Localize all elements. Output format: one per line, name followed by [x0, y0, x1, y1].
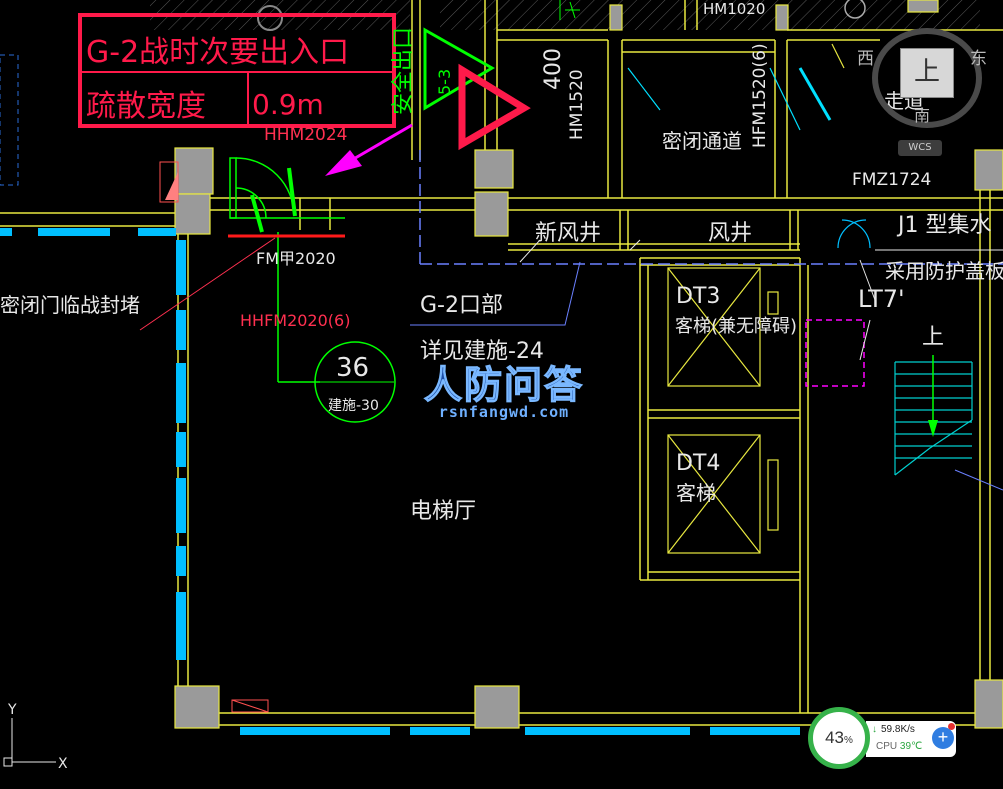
label-airtight-passage: 密闭通道	[662, 129, 742, 153]
label-hm1020: HM1020	[703, 0, 765, 18]
leader-arrow	[344, 123, 413, 166]
system-monitor-widget[interactable]: ↓59.8K/s CPU 39℃ + 43%	[808, 707, 958, 773]
label-seal-note: 密闭门临战封堵	[0, 293, 140, 317]
memory-usage-ring[interactable]: 43%	[808, 707, 870, 769]
notice-box	[78, 13, 396, 128]
elevator-shafts	[667, 267, 779, 554]
label-hm1520: HM1520	[567, 69, 587, 140]
viewcube-compass-ring[interactable]	[872, 28, 982, 128]
viewcube-east[interactable]: 东	[970, 49, 987, 69]
plus-icon[interactable]: +	[932, 727, 954, 749]
label-new-air-shaft: 新风井	[535, 221, 601, 246]
label-hfm1520: HFM1520(6)	[750, 43, 770, 148]
label-dt3-code: DT3	[676, 284, 720, 309]
ucs-x-label: X	[58, 756, 68, 772]
label-fmz1724: FMZ1724	[852, 170, 931, 190]
notice-width-label: 疏散宽度	[86, 89, 206, 124]
cpu-temperature: CPU 39℃	[876, 741, 923, 752]
hatch-area	[440, 0, 980, 30]
door-g2	[229, 157, 345, 383]
columns	[174, 0, 1003, 729]
label-air-shaft: 风井	[708, 221, 752, 246]
wcs-menu-button[interactable]: WCS	[898, 140, 942, 156]
walls	[0, 0, 1003, 726]
label-elevator-hall: 电梯厅	[410, 499, 476, 524]
label-dt4-name: 客梯	[676, 481, 716, 505]
label-dim-400: 400	[541, 48, 566, 90]
label-g2-entrance: G-2口部	[420, 293, 503, 318]
callout-number: 36	[336, 353, 369, 383]
label-exit-no: 5-3	[435, 69, 454, 95]
notice-title: G-2战时次要出入口	[86, 35, 349, 70]
label-stair-up: 上	[922, 325, 944, 350]
viewcube-top-face[interactable]: 上	[900, 48, 954, 98]
viewcube-west[interactable]: 西	[857, 49, 874, 69]
network-speed: ↓59.8K/s	[872, 724, 915, 735]
label-emergency-exit: 安全出口	[391, 27, 416, 115]
dashed-outline	[0, 54, 19, 186]
label-see-detail: 详见建施-24	[420, 339, 544, 364]
label-hhfm2020: HHFM2020(6)	[240, 311, 350, 330]
entry-red-triangle	[458, 63, 531, 151]
label-dt3-name: 客梯(兼无障碍)	[675, 316, 797, 337]
pit-outline	[805, 319, 865, 387]
boundary-dashed	[419, 150, 1003, 265]
ucs-icon	[3, 718, 56, 767]
viewcube[interactable]: 西 上 东 南 WCS	[857, 22, 992, 156]
monitor-panel[interactable]: ↓59.8K/s CPU 39℃ +	[866, 721, 956, 757]
notice-width-value: 0.9m	[252, 88, 324, 121]
label-hhm2024: HHM2024	[264, 125, 348, 145]
download-arrow-icon: ↓	[872, 724, 877, 735]
window-strips	[0, 228, 800, 735]
ucs-y-label: Y	[7, 702, 17, 718]
label-dt4-code: DT4	[676, 451, 720, 476]
callout-reference: 建施-30	[328, 398, 379, 414]
label-cover-plate: 采用防护盖板	[885, 259, 1003, 283]
detail-callout-circle	[314, 341, 396, 423]
memory-usage-percent: 43%	[825, 728, 853, 747]
label-j1-sump: J1 型集水	[896, 213, 991, 238]
notification-dot	[948, 723, 955, 730]
viewcube-south[interactable]: 南	[914, 106, 931, 125]
label-fm2020: FM甲2020	[256, 249, 336, 268]
label-lt7: LT7'	[858, 285, 905, 313]
